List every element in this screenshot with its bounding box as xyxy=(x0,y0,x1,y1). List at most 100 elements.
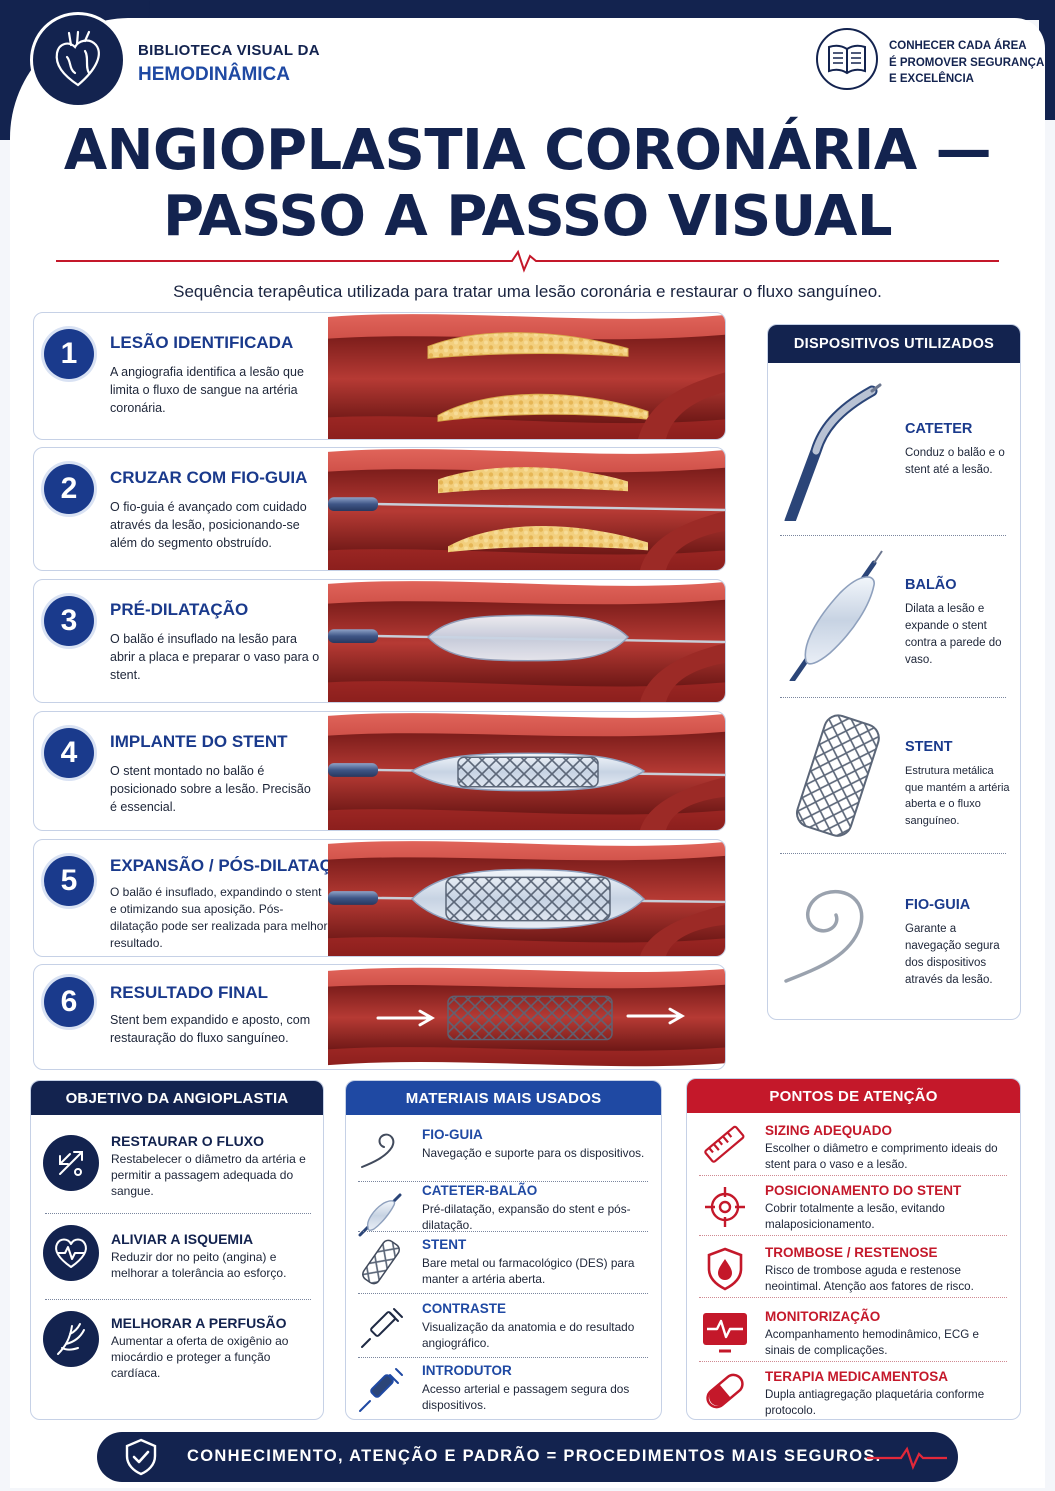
tagline-line: E EXCELÊNCIA xyxy=(889,73,974,85)
stent-icon xyxy=(362,1239,400,1285)
divider xyxy=(699,1235,1007,1236)
step-number: 5 xyxy=(44,856,94,906)
tagline-line: CONHECER CADA ÁREA xyxy=(889,40,1027,52)
step-description: O balão é insuflado, expandindo o stent … xyxy=(110,885,328,950)
device-stent: STENT Estrutura metálica que mantém a ar… xyxy=(768,709,1020,849)
stent-implant-illustration xyxy=(328,713,725,830)
attention-item: SIZING ADEQUADO Escolher o diâmetro e co… xyxy=(687,1119,1020,1179)
material-title: INTRODUTOR xyxy=(422,1363,512,1378)
step-6-card: 6 RESULTADO FINAL Stent bem expandido e … xyxy=(33,964,726,1070)
step-description: A angiografia identifica a lesão que lim… xyxy=(110,365,304,415)
page-title-line-1: ANGIOPLASTIA CORONÁRIA — xyxy=(63,118,992,183)
device-guidewire: FIO-GUIA Garante a navegação segura dos … xyxy=(768,865,1020,1005)
brand-line-1: BIBLIOTECA VISUAL DA xyxy=(138,42,320,59)
step-5-card: 5 EXPANSÃO / PÓS-DILATAÇÃO O balão é ins… xyxy=(33,839,726,957)
page-title-line-2: PASSO A PASSO VISUAL xyxy=(162,184,893,249)
attention-item: POSICIONAMENTO DO STENT Cobrir totalment… xyxy=(687,1179,1020,1239)
step-2-card: 2 CRUZAR COM FIO-GUIA O fio-guia é avanç… xyxy=(33,447,726,571)
step-4-card: 4 IMPLANTE DO STENT O stent montado no b… xyxy=(33,711,726,831)
divider xyxy=(699,1297,1007,1298)
device-balloon: BALÃO Dilata a lesão e expande o stent c… xyxy=(768,541,1020,691)
shield-drop-icon xyxy=(707,1247,743,1291)
material-description: Acesso arterial e passagem segura dos di… xyxy=(422,1382,630,1412)
attention-item: MONITORIZAÇÃO Acompanhamento hemodinâmic… xyxy=(687,1305,1020,1365)
final-result-illustration xyxy=(328,967,725,1067)
step-title: EXPANSÃO / PÓS-DILATAÇÃO xyxy=(110,856,358,875)
vessel-branch-icon xyxy=(43,1311,99,1367)
attention-panel: PONTOS DE ATENÇÃO SIZING ADEQUADO Escolh… xyxy=(686,1078,1021,1420)
tagline: CONHECER CADA ÁREA É PROMOVER SEGURANÇA … xyxy=(889,38,1049,88)
monitor-ecg-icon xyxy=(703,1313,747,1353)
step-title: RESULTADO FINAL xyxy=(110,983,269,1002)
step-title: PRÉ-DILATAÇÃO xyxy=(110,600,249,619)
step-title: IMPLANTE DO STENT xyxy=(110,732,288,751)
catheter-icon xyxy=(784,383,882,521)
page-subtitle: Sequência terapêutica utilizada para tra… xyxy=(173,282,882,301)
shield-check-icon xyxy=(125,1438,157,1476)
pill-icon xyxy=(706,1373,744,1409)
objective-panel: OBJETIVO DA ANGIOPLASTIA RESTAURAR O FLU… xyxy=(30,1080,324,1420)
devices-panel: DISPOSITIVOS UTILIZADOS CATETER Conduz o… xyxy=(767,324,1021,1020)
divider xyxy=(358,1357,648,1358)
ruler-icon xyxy=(704,1125,745,1163)
brand-line-2: HEMODINÂMICA xyxy=(138,64,290,85)
footer-text: CONHECIMENTO, ATENÇÃO E PADRÃO = PROCEDI… xyxy=(187,1447,882,1465)
material-item: STENT Bare metal ou farmacológico (DES) … xyxy=(346,1237,661,1299)
heart-icon xyxy=(30,12,126,108)
tagline-line: É PROMOVER SEGURANÇA xyxy=(889,56,1045,69)
attention-description: Cobrir totalmente a lesão, evitando mala… xyxy=(765,1202,945,1231)
stent-icon xyxy=(795,714,880,837)
attention-description: Acompanhamento hemodinâmico, ECG e sinai… xyxy=(765,1328,979,1357)
device-name: BALÃO xyxy=(905,577,957,593)
step-description: Stent bem expandido e aposto, com restau… xyxy=(110,1013,311,1045)
attention-item: TROMBOSE / RESTENOSE Risco de trombose a… xyxy=(687,1241,1020,1303)
target-icon xyxy=(705,1187,745,1227)
step-3-card: 3 PRÉ-DILATAÇÃO O balão é insuflado na l… xyxy=(33,579,726,703)
objective-item: MELHORAR A PERFUSÃO Aumentar a oferta de… xyxy=(31,1307,323,1407)
material-description: Visualização da anatomia e do resultado … xyxy=(422,1320,635,1350)
attention-title: MONITORIZAÇÃO xyxy=(765,1309,881,1324)
material-item: INTRODUTOR Acesso arterial e passagem se… xyxy=(346,1363,661,1419)
predilation-illustration xyxy=(328,581,725,702)
device-catheter: CATETER Conduz o balão e o stent até a l… xyxy=(768,381,1020,531)
device-name: FIO-GUIA xyxy=(905,897,971,913)
step-number: 6 xyxy=(44,977,94,1027)
device-name: STENT xyxy=(905,739,953,755)
step-description: O balão é insuflado na lesão para abrir … xyxy=(110,632,320,682)
divider xyxy=(45,1213,311,1214)
divider xyxy=(780,535,1006,536)
lesion-illustration xyxy=(328,314,725,439)
divider xyxy=(699,1175,1007,1176)
divider xyxy=(45,1299,311,1300)
material-description: Navegação e suporte para os dispositivos… xyxy=(422,1146,645,1160)
material-item: CATETER-BALÃO Pré-dilatação, expansão do… xyxy=(346,1183,661,1245)
step-number: 4 xyxy=(44,728,94,778)
attention-description: Risco de trombose aguda e restenose neoi… xyxy=(765,1264,974,1293)
objective-description: Restabelecer o diâmetro da artéria e per… xyxy=(111,1152,306,1198)
device-description: Garante a navegação segura dos dispositi… xyxy=(905,923,1000,986)
guidewire-icon xyxy=(784,889,864,983)
device-name: CATETER xyxy=(905,421,973,437)
divider xyxy=(358,1231,648,1232)
attention-title: TROMBOSE / RESTENOSE xyxy=(765,1245,938,1260)
step-title: CRUZAR COM FIO-GUIA xyxy=(110,468,308,487)
divider xyxy=(780,697,1006,698)
introducer-icon xyxy=(359,1368,403,1412)
objective-description: Reduzir dor no peito (angina) e melhorar… xyxy=(111,1250,287,1280)
attention-item: TERAPIA MEDICAMENTOSA Dupla antiagregaçã… xyxy=(687,1365,1020,1419)
ecg-line-icon xyxy=(867,1446,947,1470)
title-ecg-rule xyxy=(56,249,999,273)
device-description: Conduz o balão e o stent até a lesão. xyxy=(905,447,1005,476)
postdilation-illustration xyxy=(328,841,725,956)
attention-title: POSICIONAMENTO DO STENT xyxy=(765,1183,962,1198)
book-icon xyxy=(816,28,878,90)
divider xyxy=(358,1181,648,1182)
footer-banner: CONHECIMENTO, ATENÇÃO E PADRÃO = PROCEDI… xyxy=(97,1432,958,1482)
objective-title: RESTAURAR O FLUXO xyxy=(111,1133,264,1149)
step-number: 1 xyxy=(44,329,94,379)
guidewire-icon xyxy=(361,1133,395,1168)
materials-panel-title: MATERIAIS MAIS USADOS xyxy=(346,1081,661,1115)
material-item: CONTRASTE Visualização da anatomia e do … xyxy=(346,1301,661,1363)
divider xyxy=(780,853,1006,854)
balloon-catheter-icon xyxy=(358,1193,402,1237)
